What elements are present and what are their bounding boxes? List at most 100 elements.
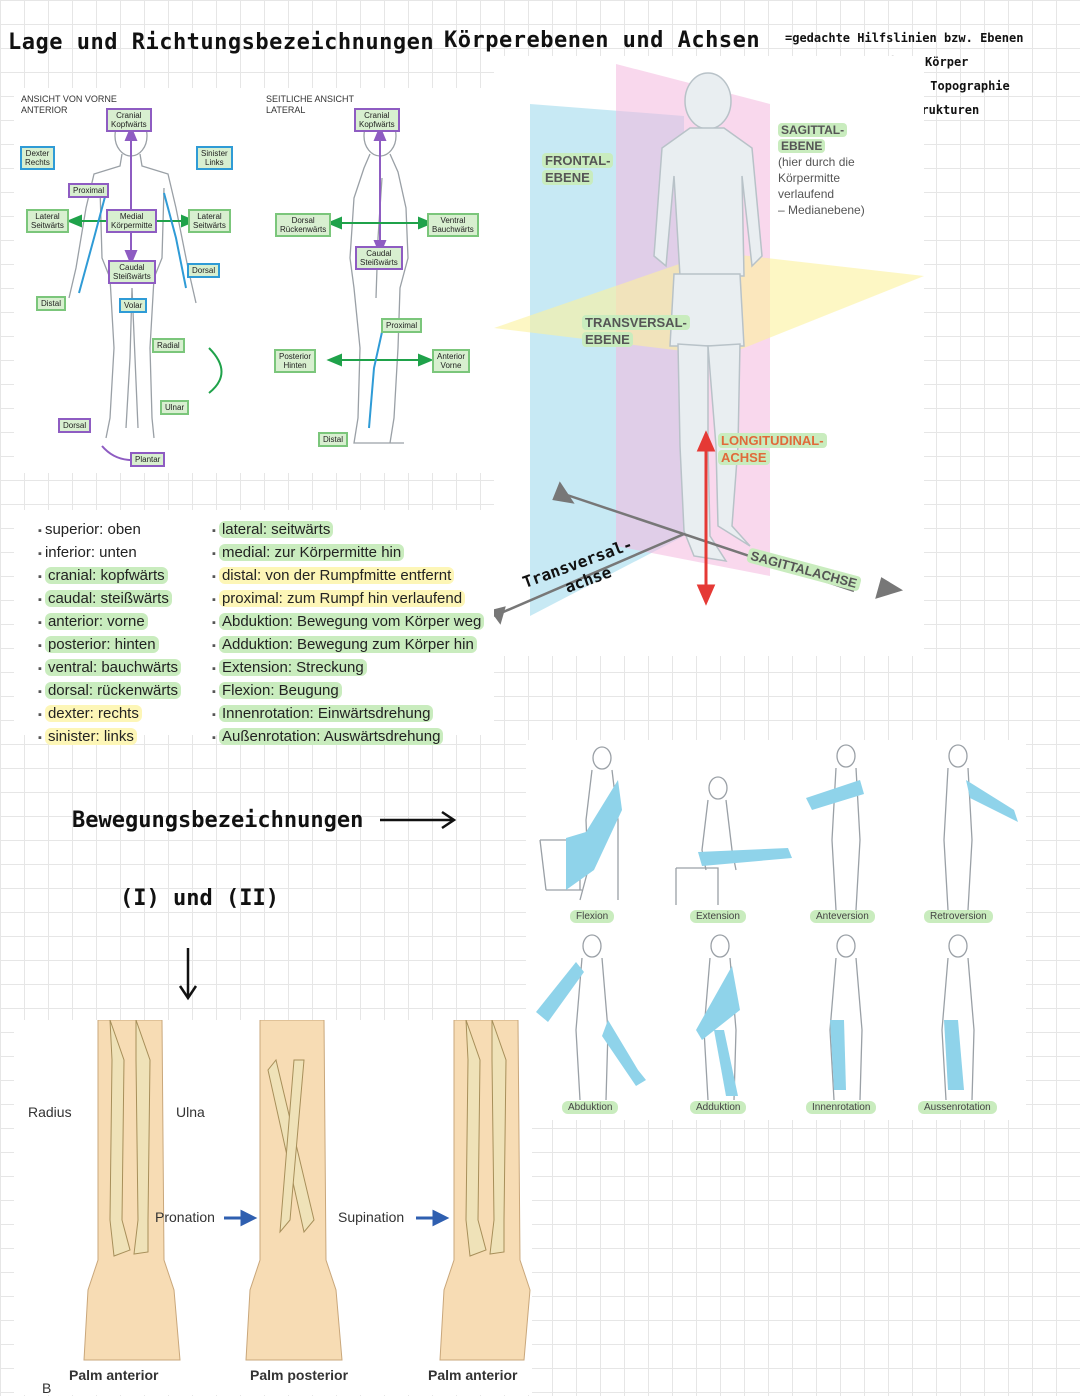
term-text: posterior: hinten (44, 636, 159, 653)
front-heading-line2: ANTERIOR (21, 105, 68, 115)
label-front-volar: Volar (119, 298, 148, 313)
text: Hinten (283, 361, 307, 370)
term-text: Adduktion: Bewegung zum Körper hin (218, 636, 477, 653)
text: Dexter (25, 149, 50, 158)
side-view-heading: SEITLICHE ANSICHT LATERAL (266, 94, 354, 116)
figure-outlines (66, 115, 434, 461)
term-flexion: Flexion: Beugung (212, 680, 484, 703)
term-aussenrotation: Außenrotation: Auswärtsdrehung (212, 726, 484, 749)
label-front-proximal: Proximal (68, 183, 110, 198)
caption-retroversion: Retroversion (924, 910, 993, 923)
pronation-arrow-icon (224, 1209, 258, 1227)
label-front-dorsal-foot: Dorsal (58, 418, 92, 433)
caption-extension: Extension (690, 910, 746, 923)
text: Kopfwärts (111, 120, 147, 129)
text: Links (205, 158, 224, 167)
text: Lateral (197, 212, 222, 221)
forearm-2 (245, 1020, 343, 1361)
terms-panel: superior: oben inferior: unten cranial: … (14, 510, 494, 745)
text: Proximal (73, 186, 105, 195)
term-lateral: lateral: seitwärts (212, 519, 484, 542)
term-text: anterior: vorne (44, 613, 148, 630)
term-abduktion: Abduktion: Bewegung vom Körper weg (212, 611, 485, 634)
label-front-radial: Radial (152, 338, 185, 353)
note-line-1: =gedachte Hilfslinien bzw. Ebenen (785, 31, 1024, 45)
label-transversalebene: TRANSVERSAL- EBENE (582, 314, 690, 348)
movement-drawings (536, 744, 1018, 1101)
longitudinal-axis (696, 430, 716, 606)
label-palm-anterior-2: Palm anterior (428, 1367, 518, 1383)
title-bewegung-sub: (I) und (II) (120, 886, 279, 911)
label-side-distal: Distal (318, 432, 349, 447)
term-ventral: ventral: bauchwärts (38, 657, 182, 680)
term-text: Innenrotation: Einwärtsdrehung (218, 705, 434, 722)
text: Ulnar (165, 403, 185, 412)
text: Dorsal (63, 421, 87, 430)
text: Ventral (440, 216, 466, 225)
supination-arrow-icon (416, 1209, 450, 1227)
text: Medial (119, 212, 144, 221)
label-frontalebene: FRONTAL-EBENE (542, 152, 614, 186)
caption-innenrotation: Innenrotation (806, 1101, 877, 1114)
movement-figures-panel: Flexion Extension Anteversion Retroversi… (526, 740, 1026, 1120)
term-dexter: dexter: rechts (38, 703, 181, 726)
text: ACHSE (718, 450, 770, 465)
text: (hier durch die (778, 155, 855, 169)
term-text: Außenrotation: Auswärtsdrehung (218, 728, 444, 745)
caption-aussenrotation: Aussenrotation (918, 1101, 997, 1114)
term-inferior: inferior: unten (38, 542, 181, 565)
text: Steißwärts (113, 272, 151, 281)
term-sinister: sinister: links (38, 726, 181, 749)
terms-left-list: superior: oben inferior: unten cranial: … (38, 519, 182, 749)
text: Posterior (279, 352, 312, 361)
term-text: caudal: steißwärts (44, 590, 172, 607)
text: Distal (41, 299, 62, 308)
axis-arrowhead-left (552, 481, 575, 504)
text: Körpermitte (111, 221, 153, 230)
label-palm-anterior-1: Palm anterior (69, 1367, 159, 1383)
term-text: dexter: rechts (44, 705, 142, 722)
forearm-panel: Radius Ulna Pronation Supination Palm an… (14, 1020, 532, 1396)
term-text: sinister: links (44, 728, 137, 745)
term-text: ventral: bauchwärts (44, 659, 182, 676)
front-view-heading: ANSICHT VON VORNE ANTERIOR (21, 94, 117, 116)
text: Rückenwärts (280, 225, 327, 234)
term-text: superior: oben (44, 521, 141, 538)
text: Dorsal (192, 266, 216, 275)
title-bewegung: Bewegungsbezeichnungen (72, 808, 364, 833)
text: verlaufend (778, 187, 835, 201)
text: Steißwärts (360, 258, 398, 267)
label-ulna: Ulna (176, 1104, 205, 1120)
term-innenrotation: Innenrotation: Einwärtsdrehung (212, 703, 484, 726)
label-front-distal: Distal (36, 296, 67, 311)
term-text: proximal: zum Rumpf hin verlaufend (218, 590, 466, 607)
text: Kopfwärts (359, 120, 395, 129)
planes-drawing (494, 64, 924, 625)
text: Sinister (201, 149, 228, 158)
label-sagittalebene: SAGITTAL- EBENE (hier durch die Körpermi… (778, 122, 865, 218)
side-purple-arrows (373, 125, 387, 256)
text: TRANSVERSAL- (582, 315, 690, 330)
text: Proximal (386, 321, 418, 330)
text: EBENE (582, 332, 633, 347)
text: EBENE (778, 139, 826, 153)
text: SAGITTAL- (778, 123, 848, 137)
text: Caudal (119, 263, 145, 272)
term-text: dorsal: rückenwärts (44, 682, 182, 699)
side-heading-line1: SEITLICHE ANSICHT (266, 94, 355, 104)
forearm-drawing (83, 1020, 531, 1361)
label-front-dorsal-hand: Dorsal (187, 263, 221, 278)
label-pronation: Pronation (155, 1209, 215, 1225)
label-front-ulnar: Ulnar (160, 400, 190, 415)
term-dorsal: dorsal: rückenwärts (38, 680, 182, 703)
text: Distal (323, 435, 344, 444)
side-heading-line2: LATERAL (266, 105, 306, 115)
caption-abduktion: Abduktion (562, 1101, 619, 1114)
